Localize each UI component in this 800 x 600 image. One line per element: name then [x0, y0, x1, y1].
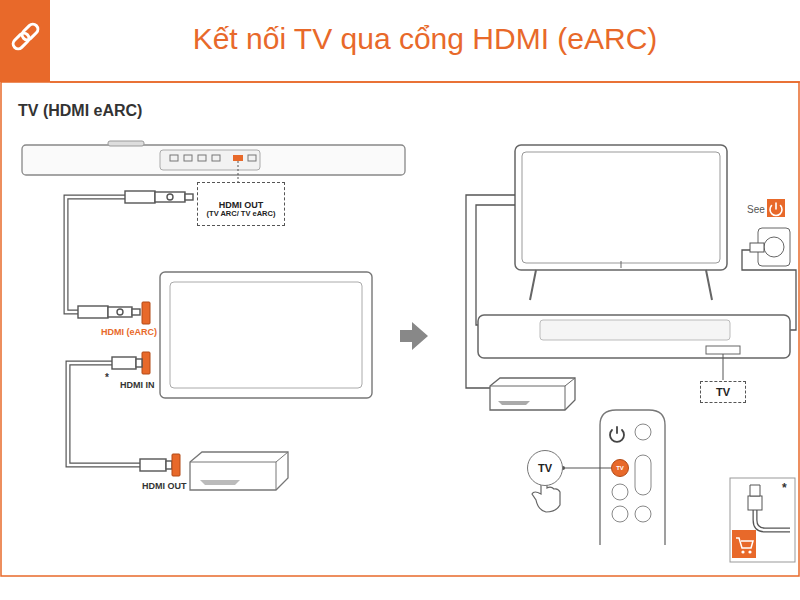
media-player	[172, 452, 288, 490]
remote-control	[600, 410, 665, 545]
step-arrow	[400, 322, 428, 350]
button-callout-circle: TV	[527, 450, 563, 486]
footnote-mark: *	[105, 372, 109, 383]
cables	[466, 195, 796, 388]
remote-tv-button: TV	[611, 459, 629, 477]
soundbar-front	[478, 315, 790, 380]
port-callout-box: HDMI OUT(TV ARC/ TV eARC)	[197, 182, 285, 226]
tv-front	[515, 145, 727, 300]
connector-line	[563, 467, 611, 468]
node-text: HDMI OUT	[219, 200, 264, 210]
leader-connector	[561, 466, 611, 470]
node-text: TV	[538, 462, 552, 475]
port-label: HDMI OUT	[142, 481, 187, 491]
note-text: See	[747, 204, 765, 215]
title: Kết nối TV qua cổng HDMI (eARC)	[50, 22, 800, 56]
hdmi-cable	[68, 357, 172, 471]
port-label: HDMI (eARC)	[101, 327, 157, 337]
node-text: TV	[616, 465, 624, 472]
soundbar-rear	[22, 141, 405, 183]
port-label: HDMI IN	[120, 380, 155, 390]
tv-rear	[142, 272, 372, 398]
media-player	[490, 378, 575, 410]
node-text: TV	[716, 386, 730, 399]
section-heading: TV (HDMI eARC)	[18, 102, 142, 120]
cable-accessory-icon	[730, 478, 795, 562]
input-display-box: TV	[700, 381, 746, 403]
header-icon-box	[0, 0, 50, 82]
frame	[1, 82, 799, 576]
link-icon	[11, 22, 40, 51]
footnote-mark: *	[782, 481, 787, 495]
node-text: (TV ARC/ TV eARC)	[207, 210, 276, 219]
